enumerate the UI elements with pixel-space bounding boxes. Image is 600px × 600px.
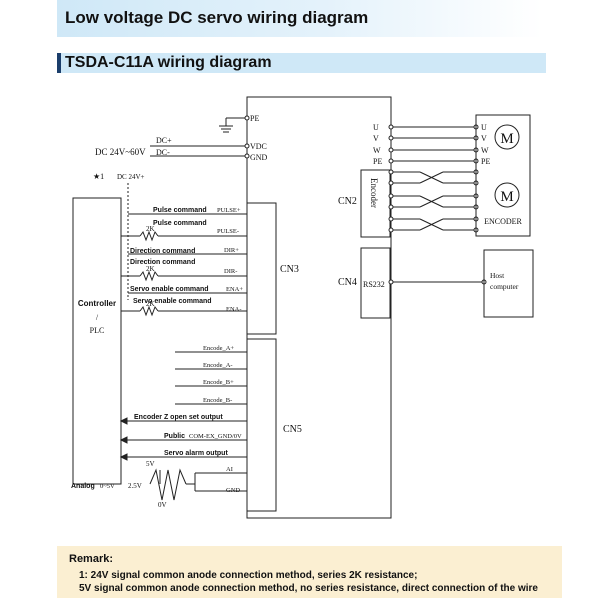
- cn3-connector: [246, 202, 277, 335]
- ai-pin: AI: [226, 466, 233, 473]
- encode-a-minus-pin: Encode_A-: [203, 362, 233, 369]
- public-pin: COM-EX_GND/0V: [189, 433, 242, 440]
- analog-25v: 2.5V: [128, 482, 142, 490]
- plc-label: PLC: [90, 326, 105, 335]
- remark-line-1: 1: 24V signal common anode connection me…: [79, 570, 418, 581]
- remark-box: Remark: 1: 24V signal common anode conne…: [57, 546, 562, 598]
- dc24-label: DC 24V+: [117, 173, 145, 181]
- pe-label: PE: [250, 114, 259, 123]
- pulse-minus-pin: PULSE-: [217, 228, 239, 235]
- host-computer-box: [483, 249, 534, 318]
- ena-plus-pin: ENA+: [226, 286, 243, 293]
- motor-pe-label: PE: [481, 157, 490, 166]
- diagram-title: TSDA-C11A wiring diagram: [65, 54, 272, 71]
- encoder-label: ENCODER: [484, 217, 522, 226]
- analog-5v: 5V: [146, 460, 155, 468]
- cn2-connector: [360, 169, 391, 238]
- cn3-label: CN3: [280, 264, 299, 275]
- motor-v-label: V: [481, 134, 487, 143]
- motor-symbol: M: [500, 131, 513, 147]
- direction-command-label: Direction command: [130, 248, 195, 255]
- pulse-command-label: Pulse command: [153, 207, 207, 214]
- title-banner: Low voltage DC servo wiring diagram: [57, 0, 542, 37]
- pulse-command-label-2: Pulse command: [153, 220, 207, 227]
- rs232-label: RS232: [363, 280, 385, 289]
- computer-label: computer: [490, 282, 519, 291]
- motor-icon: [494, 124, 520, 150]
- remark-title: Remark:: [69, 553, 114, 565]
- controller-box: [72, 197, 122, 485]
- ena-minus-pin: ENA-: [226, 306, 242, 313]
- encode-a-plus-pin: Encode_A+: [203, 345, 234, 352]
- resistor-label-3: 2K: [146, 300, 155, 308]
- controller-slash: /: [96, 313, 99, 322]
- enable-command-label: Servo enable command: [130, 286, 209, 293]
- drv-v-label: V: [373, 134, 379, 143]
- pulse-plus-pin: PULSE+: [217, 207, 241, 214]
- encoder-z-label: Encoder Z open set output: [134, 414, 223, 421]
- subtitle-banner: TSDA-C11A wiring diagram: [57, 53, 546, 73]
- analog-label: Analog: [71, 483, 95, 490]
- cn5-connector: [246, 338, 277, 512]
- direction-command-label-2: Direction command: [130, 259, 195, 266]
- encode-b-plus-pin: Encode_B+: [203, 379, 234, 386]
- analog-range: 0~5V: [100, 483, 115, 490]
- dir-plus-pin: DIR+: [224, 247, 239, 254]
- analog-0v: 0V: [158, 501, 167, 509]
- resistor-label: 2K: [146, 225, 155, 233]
- resistor-label-2: 2K: [146, 265, 155, 273]
- star-note: ★1: [93, 172, 104, 181]
- vdc-label: VDC: [250, 142, 267, 151]
- motor-u-label: U: [481, 123, 487, 132]
- remark-line-2: 5V signal common anode connection method…: [79, 583, 538, 594]
- encoder-motor-symbol: M: [500, 189, 513, 205]
- public-label: Public: [164, 433, 185, 440]
- pe-terminal: [244, 115, 250, 121]
- power-supply-label: DC 24V~60V: [95, 147, 146, 157]
- enable-command-label-2: Servo enable command: [133, 298, 212, 305]
- controller-label: Controller: [78, 299, 116, 308]
- motor-box: [475, 114, 531, 237]
- dir-minus-pin: DIR-: [224, 268, 237, 275]
- drv-pe-label: PE: [373, 157, 382, 166]
- motor-w-label: W: [481, 146, 489, 155]
- dc-plus-label: DC+: [156, 136, 172, 145]
- dc-minus-label: DC-: [156, 148, 170, 157]
- cn4-label: CN4: [338, 277, 357, 288]
- encoder-motor-icon: [494, 182, 520, 208]
- drv-u-label: U: [373, 123, 379, 132]
- page-title: Low voltage DC servo wiring diagram: [65, 8, 369, 27]
- encoder-cable: [391, 171, 476, 231]
- host-label: Host: [490, 271, 505, 280]
- cn5-label: CN5: [283, 424, 302, 435]
- drv-w-label: W: [373, 146, 381, 155]
- servo-alarm-label: Servo alarm output: [164, 450, 228, 457]
- encoder-block-label: Encoder: [369, 178, 379, 208]
- encode-b-minus-pin: Encode_B-: [203, 397, 232, 404]
- gnd-label: GND: [250, 153, 268, 162]
- analog-gnd-pin: GND: [226, 487, 240, 494]
- cn2-label: CN2: [338, 196, 357, 207]
